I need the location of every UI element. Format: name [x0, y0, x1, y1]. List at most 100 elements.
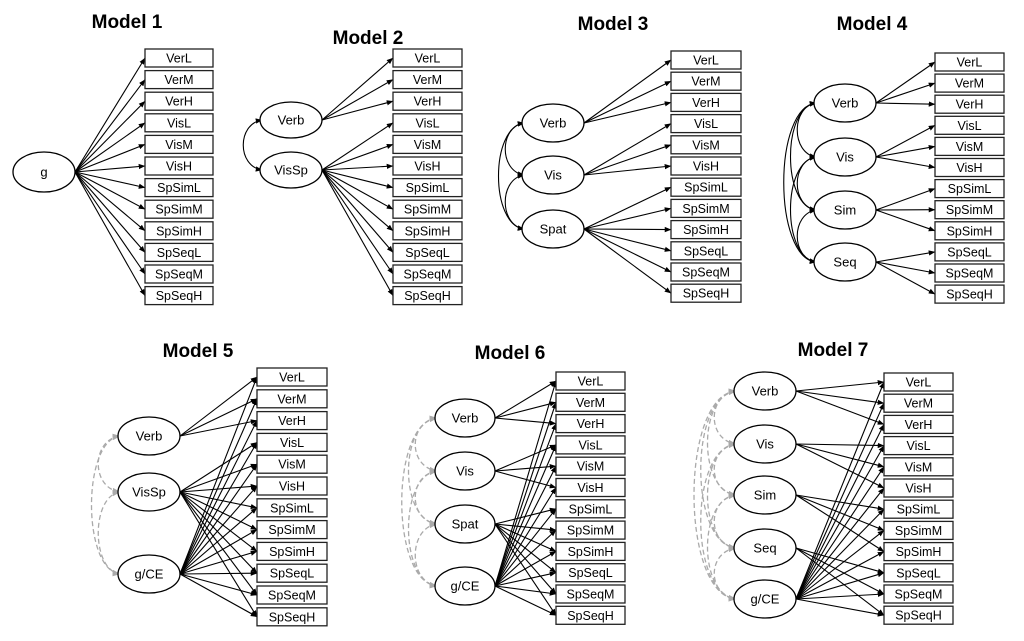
loading-g-ce-vish	[795, 487, 885, 600]
factor-label: Sim	[834, 203, 856, 218]
loading-vis-vish	[494, 470, 557, 489]
factor-label: g	[40, 165, 47, 180]
indicator-verl: VerL	[256, 367, 328, 387]
indicator-label: SpSimM	[268, 523, 315, 537]
factor-covariances	[693, 388, 737, 602]
loading-verb-verh	[875, 101, 936, 107]
loading-g-ce-verh	[179, 420, 258, 575]
indicator-box	[670, 177, 742, 197]
indicator-spseqh: SpSeqH	[670, 283, 742, 303]
indicator-boxes: VerLVerMVerHVisLVisMVisHSpSimLSpSimMSpSi…	[934, 52, 1005, 304]
indicator-box	[670, 156, 742, 176]
model-7-panel: Model 7 VerLVerMVerHVisLVisMVisHSpSimLSp…	[693, 340, 954, 625]
indicator-spsimh: SpSimH	[670, 219, 742, 240]
indicator-box	[670, 219, 742, 240]
indicator-box	[555, 477, 626, 498]
indicator-label: SpSeqM	[268, 589, 316, 603]
loading-spat-spseql	[494, 523, 557, 574]
factor-label: Verb	[832, 96, 859, 111]
indicator-vish: VisH	[670, 156, 742, 176]
loading-spat-spsimh	[583, 226, 672, 233]
loading-verb-verh	[583, 101, 672, 124]
indicator-box	[144, 91, 214, 111]
indicator-visl: VisL	[144, 113, 214, 133]
indicator-spseqm: SpSeqM	[670, 262, 742, 282]
indicator-box	[555, 435, 626, 455]
indicator-label: SpSimM	[404, 203, 451, 217]
factor-sim: Sim	[813, 190, 877, 230]
factor-label: Verb	[136, 429, 163, 444]
indicator-box	[392, 221, 463, 241]
model-6-panel: Model 6 VerLVerMVerHVisLVisMVisHSpSimLSp…	[401, 343, 626, 625]
loading-g-vish	[74, 163, 146, 173]
indicator-box	[883, 541, 954, 562]
loading-vissp-spseqh	[321, 169, 394, 296]
factor-vissp: VisSp	[259, 151, 323, 189]
indicator-verh: VerH	[555, 413, 626, 434]
loading-g-ce-verm	[795, 402, 885, 600]
factor-ellipse	[813, 190, 877, 230]
indicator-label: SpSeqM	[946, 267, 994, 281]
loading-vissp-spsiml	[179, 491, 258, 510]
indicator-verl: VerL	[144, 48, 214, 68]
indicator-label: SpSimM	[155, 203, 202, 217]
loading-g-ce-spsimh	[795, 551, 885, 600]
model-5-title: Model 5	[163, 341, 234, 362]
factor-ellipse	[733, 579, 797, 619]
indicator-label: VerL	[415, 52, 441, 66]
loading-g-ce-verl	[795, 381, 885, 600]
indicator-box	[256, 541, 328, 562]
covariance-vis-seq	[706, 441, 737, 551]
indicator-box	[392, 69, 463, 90]
loading-verb-verh	[795, 390, 885, 425]
factor-ellipse	[434, 504, 496, 544]
factor-ellipse	[521, 155, 585, 195]
factor-label: g/CE	[135, 567, 164, 582]
indicator-spsiml: SpSimL	[392, 177, 463, 198]
loading-verb-verh	[494, 417, 557, 426]
indicator-verh: VerH	[144, 91, 214, 111]
factor-covariances	[401, 415, 438, 589]
loading-seq-spseqm	[795, 547, 885, 595]
indicator-spseql: SpSeqL	[883, 563, 954, 583]
loading-verb-verm	[494, 401, 557, 419]
loading-g-ce-spseqm	[179, 573, 258, 596]
indicator-label: VerM	[904, 397, 933, 411]
indicator-box	[555, 605, 626, 625]
indicator-label: VisH	[693, 160, 719, 174]
loading-g-spseqm	[74, 171, 146, 275]
indicator-box	[144, 134, 214, 155]
loading-g-ce-spsiml	[179, 507, 258, 575]
indicator-spseql: SpSeqL	[392, 242, 463, 263]
factor-g-ce: g/CE	[434, 566, 496, 606]
factor-ellipse	[733, 424, 797, 464]
indicator-label: SpSeqM	[155, 268, 203, 282]
indicator-label: VisL	[957, 119, 981, 133]
indicator-verl: VerL	[555, 371, 626, 391]
loading-g-ce-spseqm	[795, 591, 885, 600]
factor-verb: Verb	[521, 103, 585, 143]
indicator-box	[670, 262, 742, 282]
indicator-visl: VisL	[392, 113, 463, 133]
loading-verb-verm	[321, 79, 394, 121]
indicator-boxes: VerLVerMVerHVisLVisMVisHSpSimLSpSimMSpSi…	[670, 50, 742, 303]
indicator-vish: VisH	[256, 476, 328, 496]
factor-ellipse	[813, 242, 877, 282]
indicator-label: SpSeqH	[895, 609, 942, 623]
indicator-spsimh: SpSimH	[555, 541, 626, 562]
indicator-label: SpSeqL	[270, 567, 315, 581]
indicator-box	[144, 264, 214, 284]
indicator-label: SpSimH	[683, 223, 729, 237]
loading-vissp-spseqm	[321, 169, 394, 275]
covariance-vis-g-ce	[700, 441, 737, 602]
indicator-label: SpSimH	[947, 224, 993, 238]
loading-g-verh	[74, 100, 146, 173]
loading-verb-verl	[583, 59, 672, 124]
loading-verb-verl	[875, 61, 936, 104]
indicator-label: SpSimM	[682, 202, 729, 216]
covariance-verb-vissp	[97, 433, 121, 495]
indicator-verm: VerM	[934, 73, 1005, 93]
indicator-box	[670, 241, 742, 261]
indicator-verh: VerH	[883, 414, 954, 435]
